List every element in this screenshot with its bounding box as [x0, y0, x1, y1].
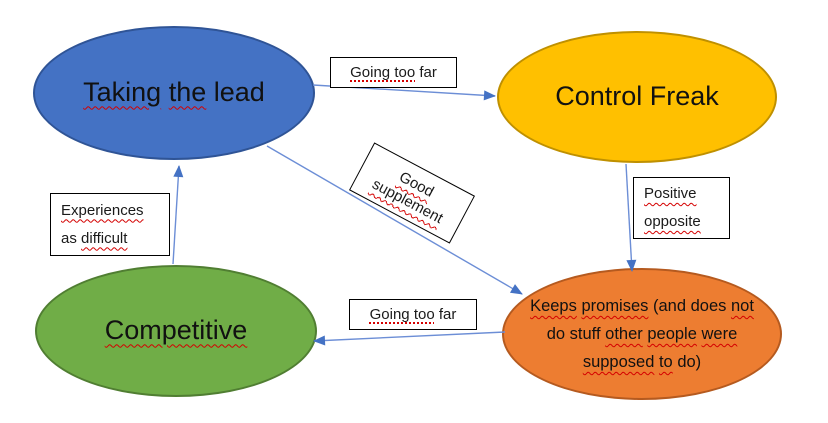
node-competitive-label: Competitive [104, 315, 248, 346]
edge-label-experiences-as-difficult[interactable]: Experiences as difficult [50, 193, 170, 256]
node-taking-the-lead[interactable]: Taking the lead [33, 26, 315, 160]
arrow-competitive-to-lead[interactable] [172, 165, 184, 265]
edge-label-positive-opposite[interactable]: Positive opposite [633, 177, 730, 239]
edge-label-going-too-far-top[interactable]: Going too far [330, 57, 457, 88]
node-control-freak[interactable]: Control Freak [497, 31, 777, 163]
arrow-keeps-promises-to-competitive[interactable] [313, 331, 506, 346]
node-taking-the-lead-label: Taking the lead [83, 77, 265, 108]
node-competitive[interactable]: Competitive [35, 265, 317, 397]
arrow-control-freak-to-keeps-promises[interactable] [625, 163, 637, 272]
node-keeps-promises[interactable]: Keeps promises (and does not do stuff ot… [502, 268, 782, 400]
edge-label-going-too-far-bottom[interactable]: Going too far [349, 299, 477, 330]
node-control-freak-label: Control Freak [555, 81, 719, 112]
node-keeps-promises-label: Keeps promises (and does not do stuff ot… [530, 297, 754, 371]
arrow-lead-to-keeps-promises[interactable] [266, 145, 523, 295]
